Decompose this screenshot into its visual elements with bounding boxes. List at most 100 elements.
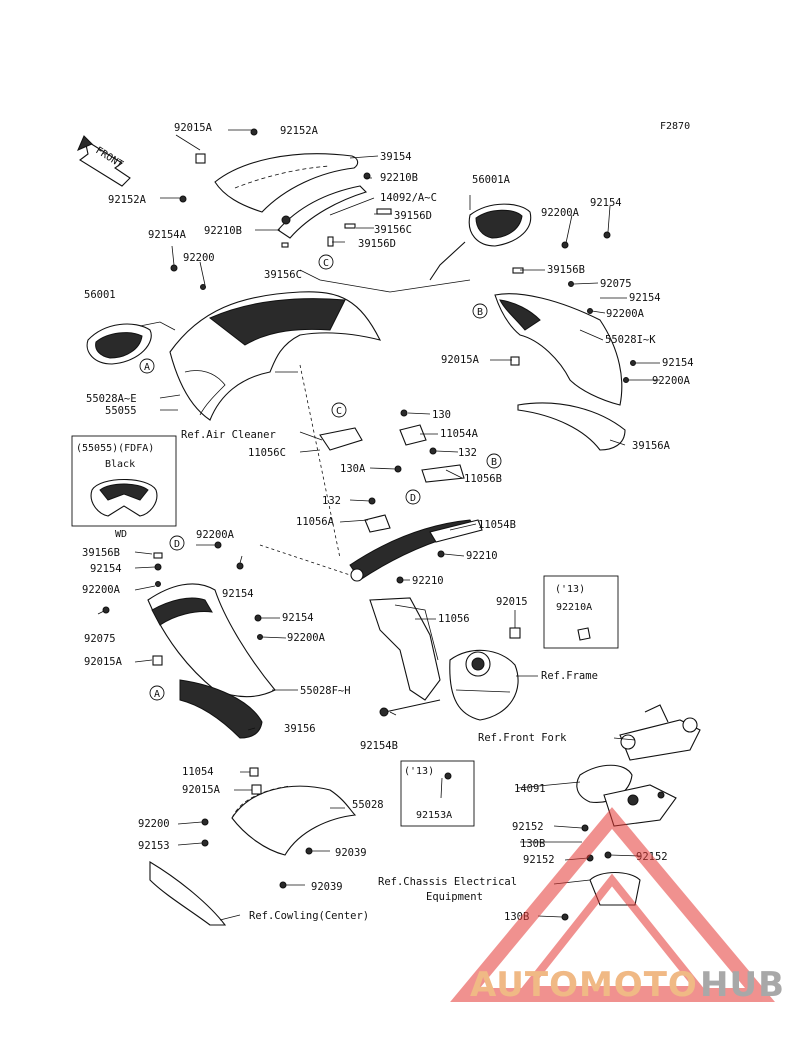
washer-92200A-l (155, 581, 161, 587)
bolt-130B-top (581, 824, 589, 832)
callout-C-center: C (331, 402, 347, 418)
label-130A: 130A (340, 463, 366, 475)
label-11056B: 11056B (464, 473, 502, 485)
label-130: 130 (432, 409, 451, 421)
callout-B-right: B (472, 303, 488, 319)
ref-frame: Ref.Frame (541, 670, 598, 682)
windshield-part (214, 153, 359, 213)
grommet-92015A-l (152, 655, 163, 666)
label-92075-r: 92075 (600, 278, 632, 290)
label-92154A: 92154A (148, 229, 187, 241)
label-92039-a: 92039 (335, 847, 367, 859)
clip-39156D (376, 208, 392, 215)
label-55028AE: 55028A~E (86, 393, 137, 405)
label-39154: 39154 (380, 151, 412, 163)
svg-text:A: A (144, 362, 150, 373)
label-55028FH: 55028F~H (300, 685, 351, 697)
callout-A-top: A (139, 358, 155, 374)
mount-bracket-assembly (319, 424, 483, 701)
label-92039-b: 92039 (311, 881, 343, 893)
part-labels: 92015A 92152A 39154 92210B 14092/A~C 391… (82, 122, 694, 923)
label-92200A-r2: 92200A (652, 375, 691, 387)
label-11056: 11056 (438, 613, 470, 625)
rivet-92039-b (279, 881, 287, 889)
bolt-92154-r (630, 360, 636, 366)
svg-text:C: C (336, 406, 342, 417)
inset-55055-color: Black (105, 459, 135, 470)
callout-C-top: C (318, 254, 334, 270)
label-39156A: 39156A (632, 440, 671, 452)
bolt-92154B-head (379, 707, 389, 717)
ref-chassis-electrical: Ref.Chassis Electrical (378, 876, 517, 888)
washer-92200-b (201, 818, 209, 826)
bolt-130 (400, 409, 408, 417)
inset-55055-title: (55055)(FDFA) (76, 443, 154, 454)
inset-13b-year: ('13) (404, 766, 434, 777)
washer-92200A-r (587, 308, 593, 314)
clip-39156B-r (512, 267, 524, 274)
washer-92200A-l3 (257, 634, 263, 640)
label-92154B: 92154B (360, 740, 398, 752)
rivet-92039-a (305, 847, 313, 855)
grommet-92015 (509, 627, 521, 639)
label-39156: 39156 (284, 723, 316, 735)
label-39156D: 39156D (394, 210, 432, 222)
label-92210-b: 92210 (412, 575, 444, 587)
bolt-132-b (429, 447, 437, 455)
washer-92200A-r2 (623, 377, 629, 383)
label-11056C: 11056C (248, 447, 286, 459)
grommet-92015A-b (251, 784, 262, 795)
label-92152A: 92152A (280, 125, 319, 137)
clip-39156C-b (281, 242, 289, 248)
svg-text:C: C (323, 258, 329, 269)
label-92015A: 92015A (174, 122, 213, 134)
watermark-text-automoto: AUTOMOTO (470, 965, 698, 1005)
clip-39156C (344, 223, 356, 229)
label-39156D-b: 39156D (358, 238, 396, 250)
ref-air-cleaner: Ref.Air Cleaner (181, 429, 276, 441)
label-92154-l3: 92154 (282, 612, 314, 624)
diagram-code: F2870 (660, 121, 690, 132)
bolt-92075-l (102, 606, 110, 614)
label-92152A-left: 92152A (108, 194, 147, 206)
ref-cowling-center: Ref.Cowling(Center) (249, 910, 369, 922)
svg-text:D: D (410, 493, 416, 504)
bracket-14092 (277, 185, 368, 239)
watermark-text-hub: HUB (700, 965, 785, 1005)
side-cowling-left (147, 583, 276, 698)
label-92015: 92015 (496, 596, 528, 608)
label-92154-l2: 92154 (222, 588, 254, 600)
lower-cowling-55028 (231, 785, 357, 856)
ref-front-fork: Ref.Front Fork (478, 732, 567, 744)
ref-chassis-equipment: Equipment (426, 891, 483, 903)
label-92200-b: 92200 (138, 818, 170, 830)
bolt-92154-l (154, 563, 162, 571)
label-92075-l: 92075 (84, 633, 116, 645)
label-92210B: 92210B (380, 172, 418, 184)
clip-39156B-l (153, 552, 163, 559)
inset-55055: (55055)(FDFA) Black WD (71, 435, 177, 540)
callout-D-left: D (169, 535, 185, 551)
label-11054B: 11054B (478, 519, 516, 531)
watermark-logo (450, 807, 775, 1002)
bolt-92154B (384, 699, 441, 713)
screw-92152-top (657, 791, 665, 799)
clip-39156D-b (327, 236, 334, 247)
inset-55055-footer: WD (115, 529, 127, 540)
screw-92152A (250, 128, 258, 136)
frame-part (449, 649, 519, 721)
label-39156C-b: 39156C (264, 269, 302, 281)
label-39156C: 39156C (374, 224, 412, 236)
bolt-92210B (281, 215, 291, 225)
inset-13-92153A: ('13) 92153A (400, 760, 475, 827)
front-fork-part (619, 704, 701, 761)
label-56001A: 56001A (472, 174, 511, 186)
bolt-92154-top (603, 231, 611, 239)
grommet-92015A (195, 153, 206, 164)
callout-B-center: B (486, 453, 502, 469)
leader-lines (97, 129, 660, 921)
label-92152-b: 92152 (523, 854, 555, 866)
label-14092: 14092/A~C (380, 192, 437, 204)
